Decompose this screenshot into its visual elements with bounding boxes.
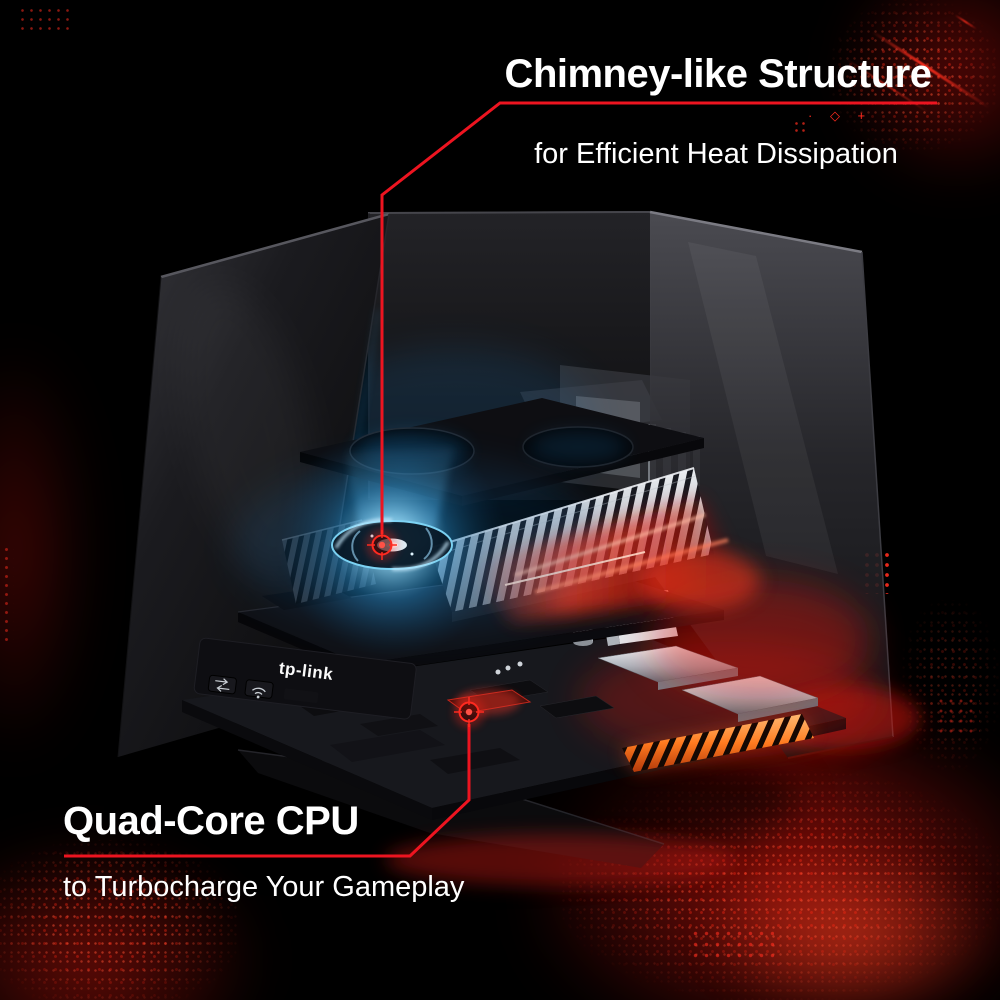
headline-chimney: Chimney-like Structure — [504, 52, 932, 96]
target-marker-fan — [366, 529, 398, 561]
wps-button — [207, 674, 237, 695]
wifi-button — [244, 679, 274, 699]
subheadline-chimney: for Efficient Heat Dissipation — [534, 138, 898, 170]
cooling-fan-blue-glow — [235, 428, 605, 658]
wps-arrows-icon — [215, 678, 230, 692]
router-front-face: tp-link — [193, 637, 417, 720]
decorative-glyphs: · ◇ + — [808, 108, 873, 123]
led-strip — [283, 688, 319, 704]
pcb-chips — [300, 661, 615, 774]
subheadline-cpu: to Turbocharge Your Gameplay — [63, 871, 465, 903]
callout-line-cpu — [64, 724, 471, 858]
hot-airflow-red-beam — [470, 498, 870, 700]
callout-lines — [64, 101, 937, 858]
heated-vent-fins — [622, 714, 814, 772]
callout-line-chimney — [380, 101, 937, 534]
target-marker-cpu — [453, 696, 485, 728]
wifi-icon — [251, 687, 266, 699]
headline-cpu: Quad-Core CPU — [63, 799, 359, 843]
